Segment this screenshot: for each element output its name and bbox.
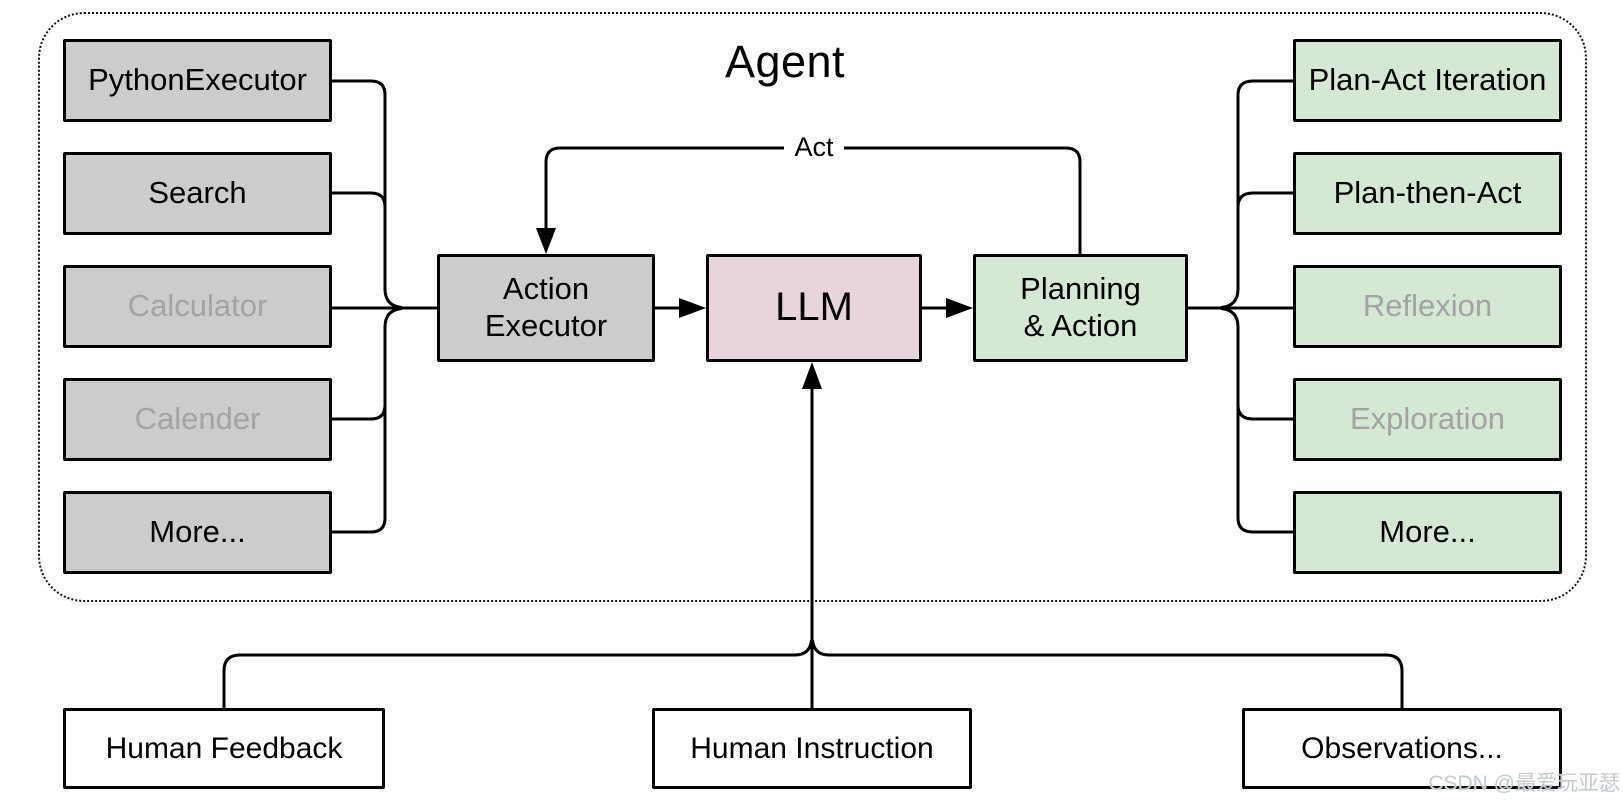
act-loop-label: Act [784, 130, 844, 164]
llm-node: LLM [706, 254, 922, 362]
arrow-llm-to-planning [922, 298, 973, 318]
tool-node-python-executor: PythonExecutor [63, 39, 332, 122]
strategy-node-plan-then-act: Plan-then-Act [1293, 152, 1562, 235]
strategy-node-reflexion: Reflexion [1293, 265, 1562, 348]
tool-node-more: More... [63, 491, 332, 574]
strategy-node-exploration: Exploration [1293, 378, 1562, 461]
tool-node-calender: Calender [63, 378, 332, 461]
human-feedback-node: Human Feedback [63, 708, 385, 789]
tools-bracket [332, 79, 437, 534]
human-instruction-node: Human Instruction [652, 708, 972, 789]
action-executor-node: Action Executor [437, 254, 655, 362]
strategy-node-plan-act-iteration: Plan-Act Iteration [1293, 39, 1562, 122]
diagram-title: Agent [724, 36, 846, 87]
arrow-executor-to-llm [655, 298, 706, 318]
tool-node-calculator: Calculator [63, 265, 332, 348]
observations-node: Observations... [1242, 708, 1562, 789]
planning-action-node: Planning & Action [973, 254, 1188, 362]
csdn-watermark: CSDN @最爱玩亚瑟 [1428, 772, 1620, 795]
tool-node-search: Search [63, 152, 332, 235]
strategies-bracket [1188, 79, 1293, 534]
strategy-node-more: More... [1293, 491, 1562, 574]
inputs-tree [222, 362, 1404, 708]
